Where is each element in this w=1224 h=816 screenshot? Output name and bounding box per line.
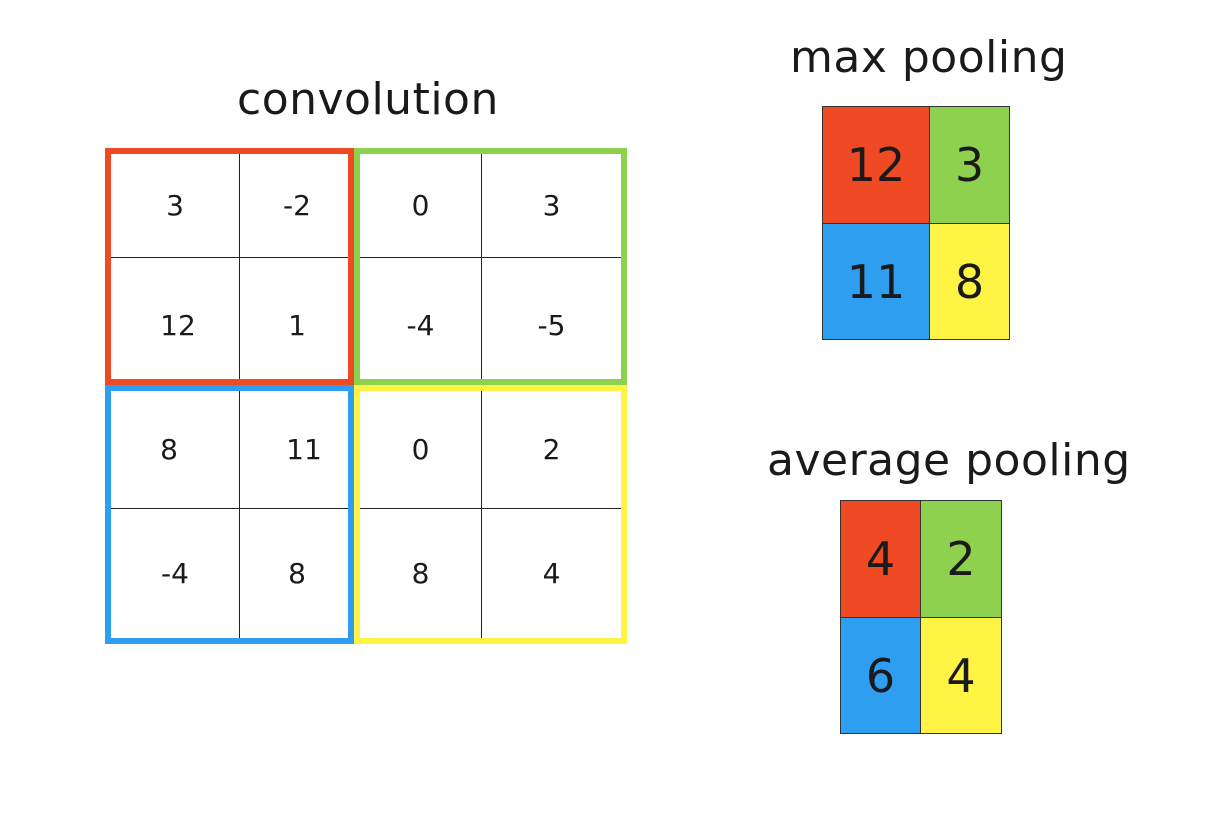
avg-cell-yellow: 4 [921,618,1001,733]
avg-cell-green: 2 [921,501,1001,617]
avg-cell-red: 4 [841,501,920,617]
divider [841,617,1001,618]
conv-cell: 3 [166,189,184,222]
convolution-title: convolution [237,74,499,125]
conv-cell: 0 [411,433,430,466]
max-pooling-title: max pooling [790,32,1068,83]
grid-line [239,154,240,638]
conv-cell: 8 [288,557,306,590]
max-cell-yellow: 8 [930,224,1009,339]
grid-line [111,257,621,258]
conv-cell: 8 [411,557,430,590]
conv-cell: 4 [542,557,561,590]
conv-cell: -4 [161,557,189,590]
avg-cell-blue: 6 [841,618,920,733]
conv-cell: 12 [160,309,196,342]
conv-cell: 0 [411,189,430,222]
conv-cell: 8 [160,433,178,466]
green-window [354,148,627,385]
max-pooling-grid: 12 3 11 8 [822,106,1010,340]
convolution-grid: 3 -2 0 3 12 1 -4 -5 8 11 0 2 -4 8 8 4 [105,148,627,644]
conv-cell: -2 [283,189,311,222]
divider [823,223,1009,224]
conv-cell: 11 [286,433,322,466]
grid-line [481,154,482,638]
red-window [105,148,354,385]
grid-line [111,508,621,509]
max-cell-red: 12 [823,107,929,223]
average-pooling-grid: 4 2 6 4 [840,500,1002,734]
conv-cell: -4 [406,309,435,342]
average-pooling-title: average pooling [767,435,1131,486]
blue-window [105,385,354,644]
max-cell-green: 3 [930,107,1009,223]
conv-cell: 1 [288,309,306,342]
conv-cell: -5 [537,309,566,342]
max-cell-blue: 11 [823,224,929,339]
conv-cell: 3 [542,189,561,222]
yellow-window [354,385,627,644]
conv-cell: 2 [542,433,561,466]
